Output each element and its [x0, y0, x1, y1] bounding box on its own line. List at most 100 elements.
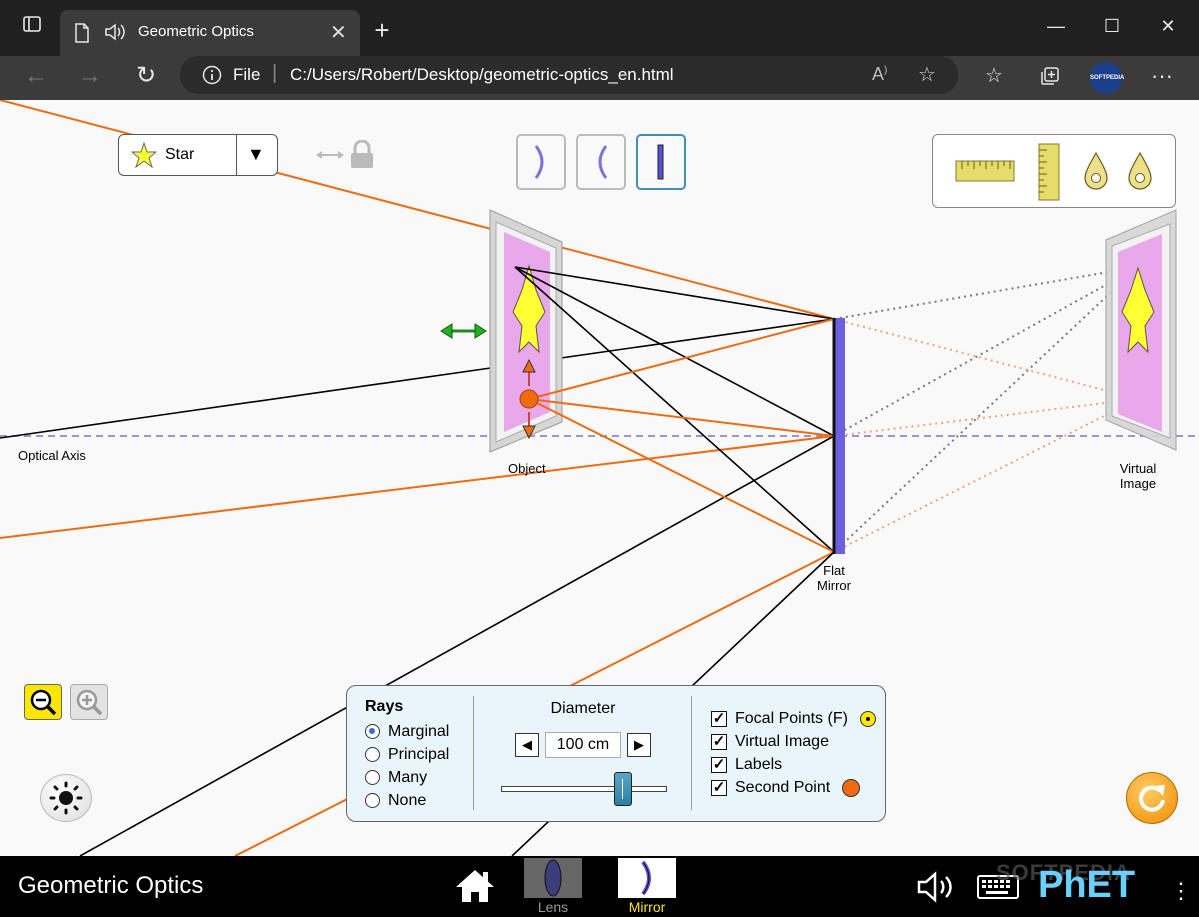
url-bar[interactable]: File | C:/Users/Robert/Desktop/geometric… [180, 56, 958, 94]
focal-point-icon [859, 710, 876, 727]
rays-option-label: None [388, 791, 427, 809]
star-icon [130, 141, 158, 173]
reset-all-button[interactable] [1126, 772, 1178, 824]
checkbox-checked[interactable]: ✓ [711, 732, 727, 750]
rays-option-none[interactable]: None [365, 789, 449, 812]
lens-screen-button[interactable]: Lens [524, 858, 582, 916]
speaker-audio-icon[interactable] [104, 22, 126, 46]
audio-toggle-icon[interactable] [916, 870, 958, 909]
panel-divider [691, 696, 692, 810]
ray [0, 318, 835, 439]
phet-menu-icon[interactable]: ⋮ [1170, 878, 1192, 903]
dropdown-arrow-icon[interactable]: ▼ [247, 144, 265, 164]
focal-point-marker-icon[interactable] [1083, 151, 1109, 196]
labels-checkbox[interactable]: ✓Labels [711, 753, 876, 776]
control-panel: Rays Marginal Principal Many None Diamet… [346, 685, 886, 822]
virtual-image [1105, 209, 1177, 451]
rays-option-marginal[interactable]: Marginal [365, 720, 449, 743]
diameter-slider-thumb[interactable] [614, 772, 633, 806]
virtual-label-line1: Virtual [1119, 461, 1157, 476]
convex-mirror-button[interactable] [576, 134, 626, 190]
mirror-screen-label: Mirror [628, 899, 666, 915]
read-aloud-icon[interactable]: A) [872, 64, 888, 84]
diameter-decrement-button[interactable]: ◀ [515, 733, 539, 757]
focal-points-checkbox[interactable]: ✓ Focal Points (F) [711, 707, 876, 730]
navigation-bar: Geometric Optics Lens Mirror SOFTPEDIA P… [0, 856, 1199, 917]
rays-option-principal[interactable]: Principal [365, 743, 449, 766]
forward-icon[interactable]: → [78, 62, 102, 89]
mirror-screen-button[interactable]: Mirror [618, 858, 676, 916]
second-focal-marker-icon[interactable] [1127, 151, 1153, 196]
zoom-in-button[interactable] [70, 684, 108, 720]
collections-icon[interactable] [1030, 60, 1070, 92]
back-icon[interactable]: ← [24, 62, 48, 89]
lens-screen-label: Lens [537, 899, 569, 915]
rays-option-label: Many [388, 768, 428, 786]
rays-option-many[interactable]: Many [365, 766, 449, 789]
panel-divider [473, 696, 474, 810]
toolbox-panel [932, 134, 1176, 208]
vertical-ruler-icon[interactable] [1037, 143, 1061, 206]
second-point-icon [842, 778, 861, 797]
radio-none[interactable] [365, 793, 380, 808]
flat-mirror-button[interactable] [636, 134, 686, 190]
virtual-label-line2: Image [1119, 476, 1157, 491]
radio-marginal[interactable] [365, 724, 380, 739]
keyboard-help-icon[interactable] [976, 872, 1020, 907]
brightness-button[interactable] [40, 774, 92, 822]
home-icon [456, 870, 494, 902]
browser-tab[interactable]: Geometric Optics ✕ [60, 10, 360, 56]
zoom-out-button[interactable] [24, 684, 62, 720]
phet-menu-logo[interactable]: PhET [1038, 864, 1136, 906]
close-tab-icon[interactable]: ✕ [330, 22, 347, 44]
radio-many[interactable] [365, 770, 380, 785]
sun-icon [49, 781, 83, 815]
second-point-handle[interactable] [519, 389, 539, 409]
checkbox-checked[interactable]: ✓ [711, 778, 727, 796]
concave-mirror-button[interactable] [516, 134, 566, 190]
object-drag-arrow-icon[interactable] [440, 323, 487, 339]
diameter-slider-track[interactable] [501, 786, 667, 792]
maximize-icon[interactable]: ☐ [1103, 16, 1121, 36]
optics-scene [0, 100, 1199, 856]
diameter-increment-button[interactable]: ▶ [627, 733, 651, 757]
favorites-icon[interactable]: ☆ [985, 65, 1003, 87]
simulation-area: Optical Axis Object Flat Mirror Virtual … [0, 100, 1199, 856]
flat-mirror[interactable] [833, 318, 845, 554]
rays-title: Rays [365, 698, 404, 715]
rays-option-label: Marginal [388, 722, 450, 740]
url-text[interactable]: C:/Users/Robert/Desktop/geometric-optics… [290, 65, 674, 84]
second-point-checkbox[interactable]: ✓ Second Point [711, 776, 876, 799]
selector-divider [236, 135, 237, 175]
url-scheme: File [233, 65, 261, 84]
checkbox-checked[interactable]: ✓ [711, 709, 727, 727]
object-frame[interactable] [489, 209, 563, 453]
more-menu-icon[interactable]: ··· [1151, 63, 1173, 88]
checkbox-label: Focal Points (F) [735, 709, 848, 727]
object-selector[interactable]: Star ▼ [118, 134, 278, 176]
radio-principal[interactable] [365, 747, 380, 762]
lens-screen-icon [524, 858, 582, 898]
zoom-out-icon [30, 689, 57, 716]
checkbox-label: Virtual Image [735, 732, 829, 750]
horizontal-ruler-icon[interactable] [955, 159, 1015, 188]
reset-icon [1139, 785, 1165, 812]
checkbox-checked[interactable]: ✓ [711, 755, 727, 773]
refresh-icon[interactable]: ↻ [135, 62, 157, 89]
new-tab-icon[interactable]: + [374, 15, 390, 45]
virtual-image-checkbox[interactable]: ✓ Virtual Image [711, 730, 876, 753]
profile-avatar[interactable]: SOFTPEDIA [1090, 62, 1124, 94]
lock-distance-icon[interactable] [316, 139, 378, 175]
minimize-icon[interactable]: — [1047, 16, 1065, 36]
close-window-icon[interactable]: ✕ [1160, 16, 1176, 36]
mirror-label-line2: Mirror [817, 578, 851, 593]
home-button[interactable] [454, 868, 496, 909]
object-rays [514, 266, 835, 553]
info-icon[interactable] [202, 65, 222, 90]
object-selector-value: Star [165, 146, 195, 163]
checkbox-label: Second Point [735, 778, 831, 796]
rays-radio-group: Marginal Principal Many None [365, 720, 449, 812]
add-favorite-icon[interactable]: ☆ [918, 64, 936, 86]
tab-actions-icon[interactable] [12, 12, 52, 44]
ray [79, 435, 835, 856]
